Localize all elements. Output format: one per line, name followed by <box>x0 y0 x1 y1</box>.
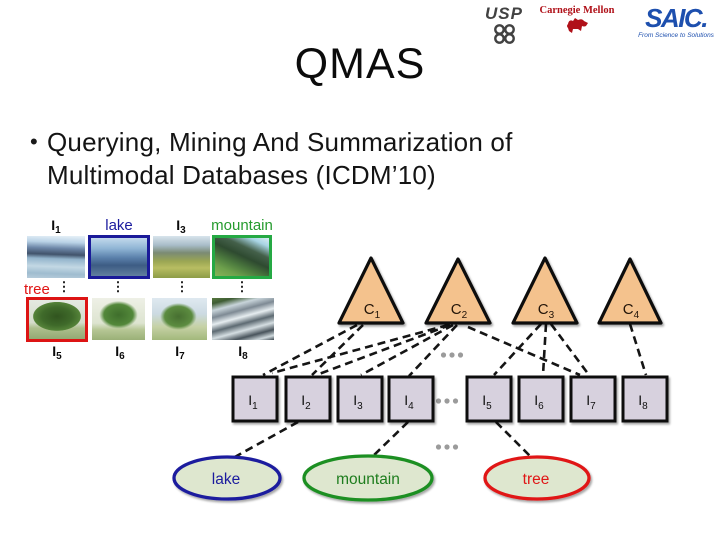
photo-i7-tree-scene <box>152 298 207 340</box>
vertical-ellipsis-col1: ⋮ <box>57 279 71 294</box>
vertical-ellipsis-col4: ⋮ <box>235 279 249 294</box>
photo-label-i1: I1 <box>51 217 61 236</box>
cluster-node-c3 <box>511 256 579 325</box>
item-label-i3: I3 <box>353 392 363 412</box>
cluster-node-c2 <box>424 257 492 325</box>
edge-c2-i1 <box>271 323 449 375</box>
concept-ellipse-lake <box>172 455 282 501</box>
saic-logo-tagline: From Science to Solutions <box>638 32 714 39</box>
usp-logo: USP <box>477 4 531 49</box>
edge-c2-i2 <box>318 323 451 376</box>
bullet-marker: • <box>30 129 38 154</box>
bullet-line-2: Multimodal Databases (ICDM’10) <box>47 159 436 190</box>
edge-c2-i3 <box>360 323 454 377</box>
edge-i4-mountain <box>371 421 409 458</box>
item-label-i2: I2 <box>301 392 311 412</box>
carnegie-mellon-logo-text: Carnegie Mellon <box>539 5 615 16</box>
item-node-i1 <box>231 375 279 423</box>
edge-c3-i5 <box>493 323 542 376</box>
item-label-i4: I4 <box>404 392 414 412</box>
usp-logo-text: USP <box>485 4 523 23</box>
edge-c3-i6 <box>541 323 548 376</box>
photo-i4-mountain-highlighted <box>212 235 272 279</box>
edge-i2-lake <box>232 420 299 460</box>
edge-c2-i7 <box>467 325 581 377</box>
concept-label-tree: tree <box>523 471 550 488</box>
photo-label-i6: I6 <box>115 343 125 362</box>
photo-i8-stream-scene <box>212 298 274 340</box>
page-title: QMAS <box>294 40 426 88</box>
photo-label-lake: lake <box>105 217 133 234</box>
cluster-label-c2: C2 <box>451 301 468 321</box>
photo-i5-tree-highlighted <box>26 297 88 342</box>
bullet-line-1: Querying, Mining And Summarization of <box>47 127 513 157</box>
cluster-node-c4 <box>597 257 663 325</box>
concept-ellipse-tree <box>483 455 591 501</box>
edge-c3-i7 <box>549 323 591 376</box>
cluster-label-c1: C1 <box>364 301 381 321</box>
concept-ellipse-mountain <box>302 454 434 502</box>
photo-label-i3: I3 <box>176 217 186 236</box>
cluster-node-c1 <box>337 256 405 325</box>
concept-label-mountain: mountain <box>336 471 400 488</box>
photo-label-i5: I5 <box>52 343 62 362</box>
edge-c1-i2 <box>311 324 364 376</box>
photo-label-tree: tree <box>24 281 50 298</box>
concept-label-lake: lake <box>212 471 240 488</box>
photo-i3-mountain-scene <box>153 236 210 278</box>
edge-c4-i8 <box>628 323 648 376</box>
bullet-text: Querying, Mining And Summarization of Mu… <box>47 126 513 192</box>
photo-label-i7: I7 <box>175 343 185 362</box>
item-label-i8: I8 <box>638 392 648 412</box>
photo-label-i8: I8 <box>238 343 248 362</box>
usp-knot-icon <box>493 24 515 44</box>
ellipsis-dots-concepts-row <box>435 444 459 450</box>
item-node-i2 <box>284 375 332 423</box>
edge-c1-i1 <box>262 323 358 377</box>
item-label-i6: I6 <box>534 392 544 412</box>
photo-i6-tree-scene <box>92 298 145 340</box>
item-node-i8 <box>621 375 669 423</box>
vertical-ellipsis-col2: ⋮ <box>111 279 125 294</box>
vertical-ellipsis-col3: ⋮ <box>175 279 189 294</box>
item-node-i5 <box>465 375 513 423</box>
carnegie-mellon-logo: Carnegie Mellon <box>534 5 620 40</box>
edge-i5-tree <box>495 421 533 459</box>
saic-logo-text: SAIC. <box>645 3 708 33</box>
edge-group <box>232 323 648 460</box>
photo-i2-lake-highlighted <box>88 235 150 279</box>
saic-logo: SAIC. From Science to Solutions <box>633 5 719 39</box>
edge-c2-i4 <box>408 324 458 377</box>
bullet-item: • Querying, Mining And Summarization of … <box>30 126 513 192</box>
item-label-i1: I1 <box>248 392 258 412</box>
photo-grid: I1 lake I3 mountain tree ⋮ ⋮ ⋮ ⋮ I5 I6 I… <box>20 216 282 362</box>
ellipsis-dots-clusters-row <box>440 352 464 358</box>
item-node-i6 <box>517 375 565 423</box>
item-label-i5: I5 <box>482 392 492 412</box>
cluster-label-c3: C3 <box>538 301 555 321</box>
ellipsis-dots-items-row <box>435 398 459 404</box>
scottie-dog-icon <box>567 18 588 33</box>
item-label-i7: I7 <box>586 392 596 412</box>
item-node-i3 <box>336 375 384 423</box>
cluster-label-c4: C4 <box>623 301 640 321</box>
photo-label-mountain: mountain <box>211 217 273 234</box>
item-node-i4 <box>387 375 435 423</box>
photo-i1-lake-scene <box>27 236 85 278</box>
item-node-i7 <box>569 375 617 423</box>
